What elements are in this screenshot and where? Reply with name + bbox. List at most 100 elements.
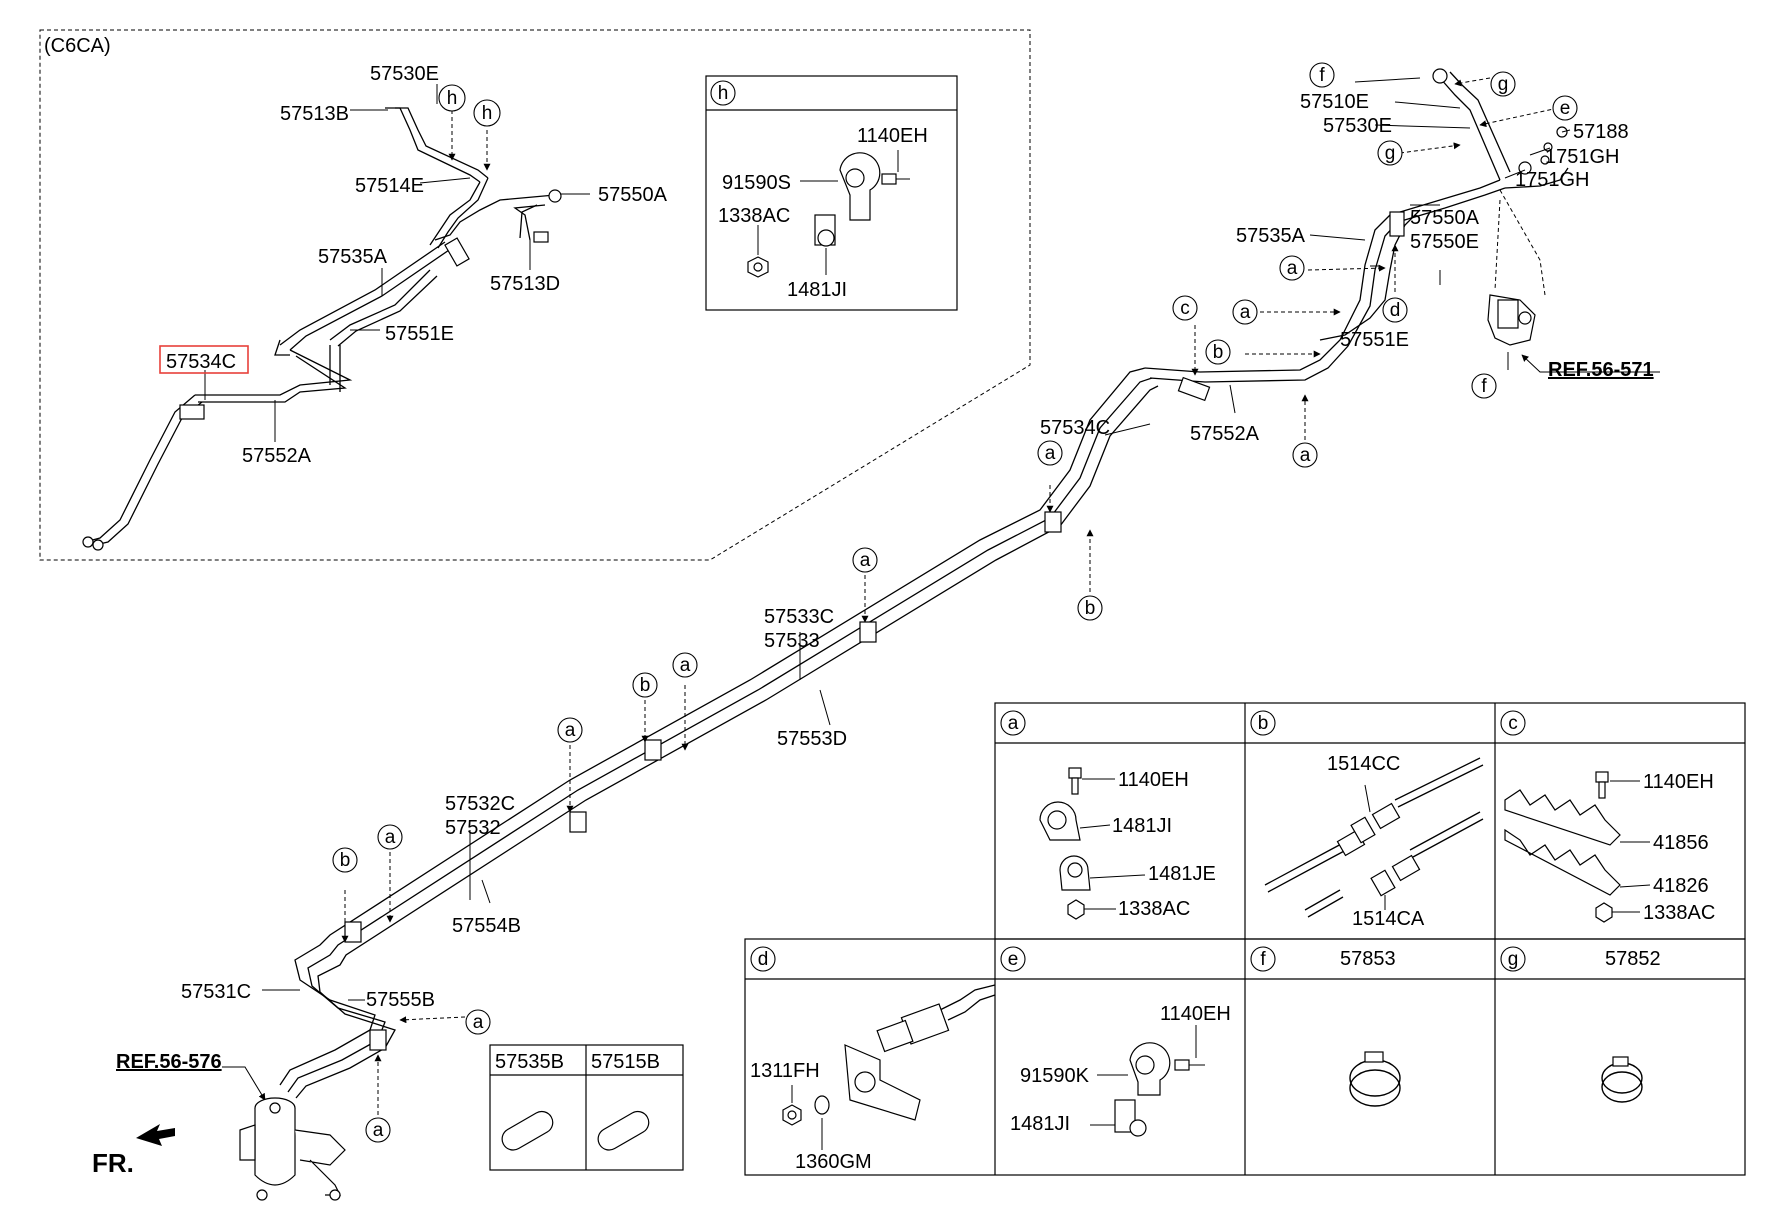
svg-text:a: a: [1300, 445, 1311, 466]
label-57533C: 57533C: [764, 606, 834, 628]
svg-text:f: f: [1319, 65, 1325, 86]
label-1751GH-a: 1751GH: [1545, 146, 1620, 168]
callout-d: d: [1382, 297, 1408, 323]
detail-h-part-1338AC: 1338AC: [718, 205, 790, 227]
detail-e-letter: e: [1008, 949, 1019, 970]
inset-label-57551E: 57551E: [385, 323, 454, 345]
callout-a-7: a: [557, 717, 583, 743]
small-part-table: 57535B 57515B: [489, 1044, 684, 1171]
inset-label-57550A: 57550A: [598, 184, 668, 206]
label-57510E: 57510E: [1300, 91, 1369, 113]
detail-h-part-1140EH: 1140EH: [857, 125, 928, 147]
main-leaders: [222, 77, 1660, 1115]
label-57533: 57533: [764, 630, 820, 652]
small-table-col1: 57535B: [495, 1051, 564, 1073]
callout-a-9: a: [465, 1009, 491, 1035]
detail-c-part-41856: 41856: [1653, 832, 1709, 854]
svg-text:a: a: [680, 655, 691, 676]
label-57530E: 57530E: [1323, 115, 1392, 137]
callout-c: c: [1172, 295, 1198, 321]
inset-label-57530E: 57530E: [370, 63, 439, 85]
callout-b-3: b: [632, 672, 658, 698]
svg-text:c: c: [1180, 298, 1190, 319]
ref-56-576[interactable]: REF.56-576: [116, 1051, 222, 1073]
detail-cell-c: c 1140EH 41856 41826 1338AC: [1500, 710, 1715, 924]
main-labels: 57510E 57530E 57188 1751GH 1751GH 57550A…: [116, 91, 1654, 1073]
detail-cell-e: e 1140EH 91590K 1481JI: [1000, 946, 1231, 1137]
svg-text:e: e: [1560, 98, 1571, 119]
detail-grid: a 1140EH 1481JI 1481JE 1338AC b: [744, 702, 1746, 1176]
small-table-col2: 57515B: [591, 1051, 660, 1073]
callout-f-bottom: f: [1471, 373, 1497, 399]
svg-text:a: a: [860, 550, 871, 571]
detail-f-part-57853: 57853: [1340, 948, 1396, 970]
detail-a-part-1481JI: 1481JI: [1112, 815, 1172, 837]
callout-a-6: a: [672, 652, 698, 678]
main-callouts: f g e g a d a c b a f a b a a b a a b a …: [332, 62, 1578, 1143]
detail-e-part-1481JI: 1481JI: [1010, 1113, 1070, 1135]
detail-d-letter: d: [758, 949, 769, 970]
detail-e-part-1140EH: 1140EH: [1160, 1003, 1231, 1025]
label-57532C: 57532C: [445, 793, 515, 815]
svg-text:b: b: [640, 675, 651, 696]
detail-a-part-1140EH: 1140EH: [1118, 769, 1189, 791]
detail-g-part-57852: 57852: [1605, 948, 1661, 970]
inset-c6ca: (C6CA): [39, 29, 1031, 561]
main-tubes: [279, 68, 1569, 1099]
svg-text:a: a: [1045, 443, 1056, 464]
callout-b-2: b: [1077, 595, 1103, 621]
detail-h-part-91590S: 91590S: [722, 172, 791, 194]
label-57553D: 57553D: [777, 728, 847, 750]
svg-text:b: b: [1085, 598, 1096, 619]
label-57552A: 57552A: [1190, 423, 1260, 445]
svg-text:f: f: [1481, 376, 1487, 397]
inset-variant-label: (C6CA): [44, 35, 111, 57]
detail-f-letter: f: [1260, 949, 1266, 970]
label-57532: 57532: [445, 817, 501, 839]
label-57550E: 57550E: [1410, 231, 1479, 253]
callout-a-4: a: [1037, 440, 1063, 466]
callout-g-2: g: [1377, 140, 1403, 166]
inset-label-57513B: 57513B: [280, 103, 349, 125]
callout-a-2: a: [1232, 299, 1258, 325]
inset-label-57534C: 57534C: [166, 351, 236, 373]
detail-c-part-41826: 41826: [1653, 875, 1709, 897]
inset-labels: 57530E 57513B 57514E 57550A 57513D 57535…: [159, 63, 668, 467]
callout-e: e: [1552, 95, 1578, 121]
label-57531C: 57531C: [181, 981, 251, 1003]
callout-a-10: a: [365, 1117, 391, 1143]
ref-56-571[interactable]: REF.56-571: [1548, 359, 1654, 381]
detail-a-part-1481JE: 1481JE: [1148, 863, 1216, 885]
callout-g-top: g: [1490, 71, 1516, 97]
detail-c-part-1338AC: 1338AC: [1643, 902, 1715, 924]
detail-cell-f: f 57853: [1250, 946, 1401, 1107]
detail-b-letter: b: [1258, 713, 1269, 734]
inset-tubes: [82, 107, 562, 551]
callout-f-top: f: [1309, 62, 1335, 88]
detail-d-part-1311FH: 1311FH: [750, 1060, 820, 1082]
label-57534C: 57534C: [1040, 417, 1110, 439]
callout-a-8: a: [377, 824, 403, 850]
inset-label-57552A: 57552A: [242, 445, 312, 467]
detail-a-letter: a: [1008, 713, 1019, 734]
inset-callout-h-2: [473, 99, 501, 127]
detail-h-letter: h: [718, 83, 729, 104]
svg-text:a: a: [385, 827, 396, 848]
inset-dashed-border: [39, 29, 1031, 561]
svg-text:a: a: [1240, 302, 1251, 323]
detail-c-letter: c: [1508, 713, 1518, 734]
svg-text:b: b: [1213, 342, 1224, 363]
svg-text:d: d: [1390, 300, 1401, 321]
highlight-box-57534C: [159, 345, 249, 374]
detail-a-part-1338AC: 1338AC: [1118, 898, 1190, 920]
label-1751GH-b: 1751GH: [1515, 169, 1590, 191]
inset-callout-h-1: [438, 84, 466, 112]
callout-b-4: b: [332, 847, 358, 873]
label-57550A: 57550A: [1410, 207, 1480, 229]
detail-g-letter: g: [1508, 949, 1519, 970]
label-57554B: 57554B: [452, 915, 521, 937]
detail-e-part-91590K: 91590K: [1020, 1065, 1090, 1087]
detail-d-part-1360GM: 1360GM: [795, 1151, 872, 1173]
label-57551E: 57551E: [1340, 329, 1409, 351]
